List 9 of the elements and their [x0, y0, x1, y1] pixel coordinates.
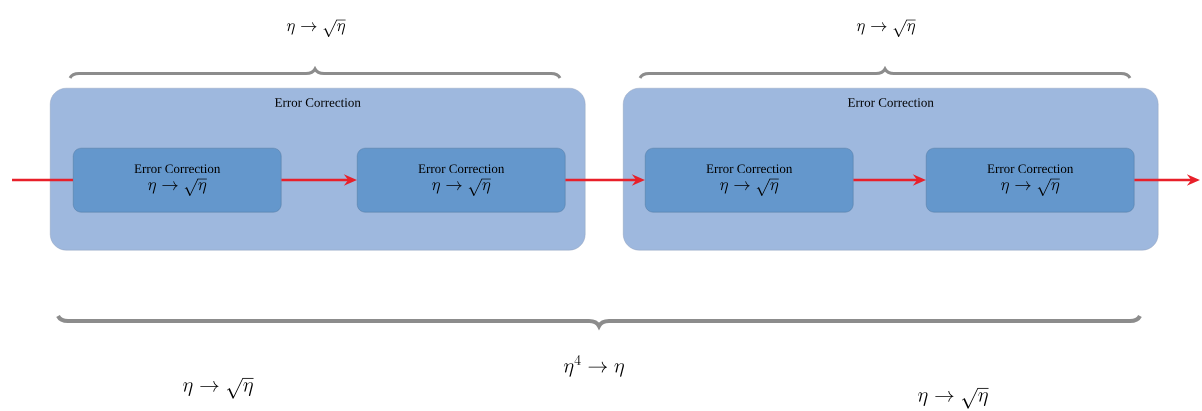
formula-label: $\eta \to \sqrt{\eta}$ — [286, 19, 346, 37]
formula-label: $\eta \to \sqrt{\eta}$ — [918, 388, 989, 409]
process-box: Error Correction $\eta \to \sqrt{\eta}$ — [73, 148, 282, 213]
formula-label: $\eta \to \sqrt{\eta}$ — [856, 19, 916, 37]
process-box: Error Correction $\eta \to \sqrt{\eta}$ — [926, 148, 1135, 213]
formula-label: $\eta \to \sqrt{\eta}$ — [183, 378, 254, 399]
formula-label: $\eta^4 \to \eta$ — [563, 355, 624, 377]
process-box: Error Correction $\eta \to \sqrt{\eta}$ — [357, 148, 566, 213]
process-box: Error Correction $\eta \to \sqrt{\eta}$ — [645, 148, 854, 213]
